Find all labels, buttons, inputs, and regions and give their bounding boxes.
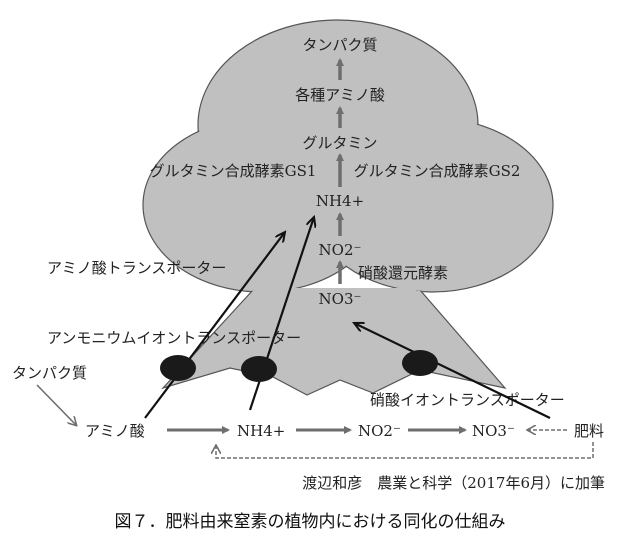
plant-no3-label: NO3⁻ (319, 290, 362, 308)
ammonium-transporter-label: アンモニウムイオントランスポーター (47, 329, 301, 347)
plant-no2-label: NO2⁻ (319, 241, 362, 259)
plant-amino-acids-label: 各種アミノ酸 (295, 86, 385, 104)
gs1-label: グルタミン合成酵素GS1 (150, 162, 317, 180)
fertilizer-label: 肥料 (574, 422, 604, 440)
figure-caption: 図７．肥料由来窒素の植物内における同化の仕組み (115, 512, 506, 532)
plant-nh4-label: NH4+ (316, 192, 364, 210)
nitrate-transporter-label: 硝酸イオントランスポーター (370, 391, 565, 409)
soil-protein-label: タンパク質 (12, 364, 87, 382)
plant-protein-label: タンパク質 (302, 36, 377, 54)
ammonium-transporter (241, 356, 277, 382)
amino-acid-transporter (160, 355, 196, 381)
gs2-label: グルタミン合成酵素GS2 (354, 162, 521, 180)
transporters (160, 350, 438, 382)
glutamine-label: グルタミン (302, 134, 377, 152)
fertilizer-dashed-arrows (216, 430, 594, 459)
soil-amino-acid-label: アミノ酸 (85, 422, 145, 440)
nitrate-transporter (402, 350, 438, 376)
soil-no3-label: NO3⁻ (472, 422, 515, 440)
soil-no2-label: NO2⁻ (358, 422, 401, 440)
nitrate-reductase-label: 硝酸還元酵素 (358, 264, 448, 282)
credit-text: 渡辺和彦 農業と科学（2017年6月）に加筆 (302, 474, 605, 492)
soil-nh4-label: NH4+ (237, 422, 285, 440)
amino-acid-transporter-label: アミノ酸トランスポーター (47, 259, 226, 277)
